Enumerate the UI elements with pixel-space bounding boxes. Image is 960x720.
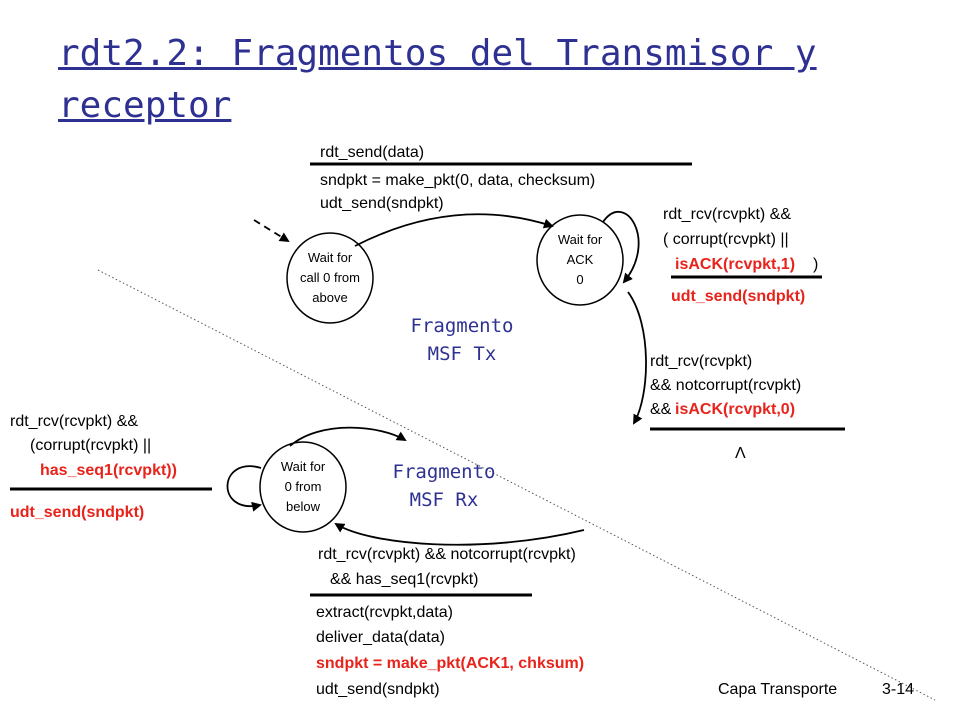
rx-action-3: sndpkt = make_pkt(ACK1, chksum) (316, 655, 584, 672)
footer-page-number: 3-14 (882, 681, 914, 698)
rx-loop-action: udt_send(sndpkt) (10, 504, 144, 521)
rx-event-1: rdt_rcv(rcvpkt) && notcorrupt(rcvpkt) (318, 546, 576, 563)
initial-arrow (253, 219, 290, 243)
fragment-rx-label-1: Fragmento (393, 461, 496, 483)
state-label: ACK (567, 252, 594, 267)
divider-line (97, 269, 936, 701)
footer-section: Capa Transporte (718, 681, 837, 698)
ack-event-3-prefix: && (650, 401, 672, 418)
ack-event-1: rdt_rcv(rcvpkt) (650, 353, 752, 370)
send-action-2: udt_send(sndpkt) (320, 195, 444, 212)
tx-self-loop-arrow (602, 210, 640, 284)
state-label: 0 (576, 272, 583, 287)
ack-action-lambda: Λ (735, 445, 746, 462)
rx-loop-event-1: rdt_rcv(rcvpkt) && (10, 413, 138, 430)
rx-self-loop-arrow (226, 465, 262, 512)
rx-incoming-arrow (289, 426, 407, 447)
tx-loop-event-3-close: ) (813, 256, 818, 273)
state-wait-ack0: Wait for ACK 0 (536, 214, 624, 306)
send-event: rdt_send(data) (320, 144, 424, 161)
tx-loop-action: udt_send(sndpkt) (671, 288, 805, 305)
page-title: rdt2.2: Fragmentos del Transmisor y rece… (58, 33, 817, 126)
rx-action-1: extract(rcvpkt,data) (316, 604, 453, 621)
state-wait-call0: Wait for call 0 from above (286, 232, 374, 324)
tx-loop-event-1: rdt_rcv(rcvpkt) && (663, 206, 791, 223)
rx-action-4: udt_send(sndpkt) (316, 681, 440, 698)
ack-event-2: && notcorrupt(rcvpkt) (650, 377, 801, 394)
rx-loop-event-3: has_seq1(rcvpkt)) (40, 462, 177, 479)
ack-transition-arrow (627, 291, 647, 425)
fragment-tx-label-2: MSF Tx (428, 343, 497, 365)
rx-transition-arrow (334, 522, 585, 546)
rx-action-2: deliver_data(data) (316, 629, 445, 646)
state-label: Wait for (308, 250, 353, 265)
ack-event-3: isACK(rcvpkt,0) (675, 401, 795, 418)
tx-loop-event-2: ( corrupt(rcvpkt) || (663, 231, 789, 248)
state-label: above (312, 290, 347, 305)
state-label: Wait for (281, 459, 326, 474)
state-label: Wait for (558, 232, 603, 247)
state-wait-0-below: Wait for 0 from below (259, 441, 347, 533)
fragment-rx-label-2: MSF Rx (410, 489, 479, 511)
send-transition-arrow (354, 213, 554, 247)
rx-event-2: && has_seq1(rcvpkt) (330, 571, 479, 588)
send-action-1: sndpkt = make_pkt(0, data, checksum) (320, 172, 595, 189)
state-label: 0 from (285, 479, 322, 494)
state-label: below (286, 499, 321, 514)
tx-loop-event-3: isACK(rcvpkt,1) (675, 256, 795, 273)
fragment-tx-label-1: Fragmento (411, 315, 514, 337)
state-label: call 0 from (300, 270, 360, 285)
rx-loop-event-2: (corrupt(rcvpkt) || (30, 437, 151, 454)
